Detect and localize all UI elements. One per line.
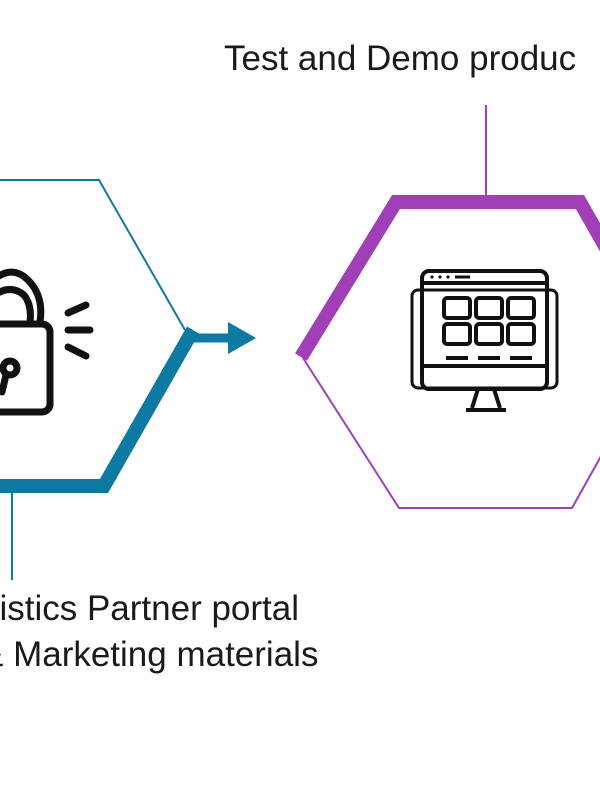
right-hexagon-thick-outline	[295, 195, 600, 361]
right-step-label: Test and Demo produc	[224, 39, 577, 78]
arrow-right-icon	[193, 322, 256, 354]
left-step-label-line2: & Marketing materials	[0, 635, 319, 674]
left-step-hexagon	[0, 179, 200, 580]
dashboard-monitor-icon	[410, 269, 559, 412]
right-hexagon-thin-outline	[302, 357, 600, 509]
right-step-hexagon	[295, 105, 600, 509]
left-hexagon-thin-outline	[0, 179, 186, 331]
unlocked-padlock-icon	[0, 268, 94, 416]
left-step-label-line1: gistics Partner portal	[0, 589, 300, 628]
left-hexagon-thick-outline	[0, 326, 200, 493]
